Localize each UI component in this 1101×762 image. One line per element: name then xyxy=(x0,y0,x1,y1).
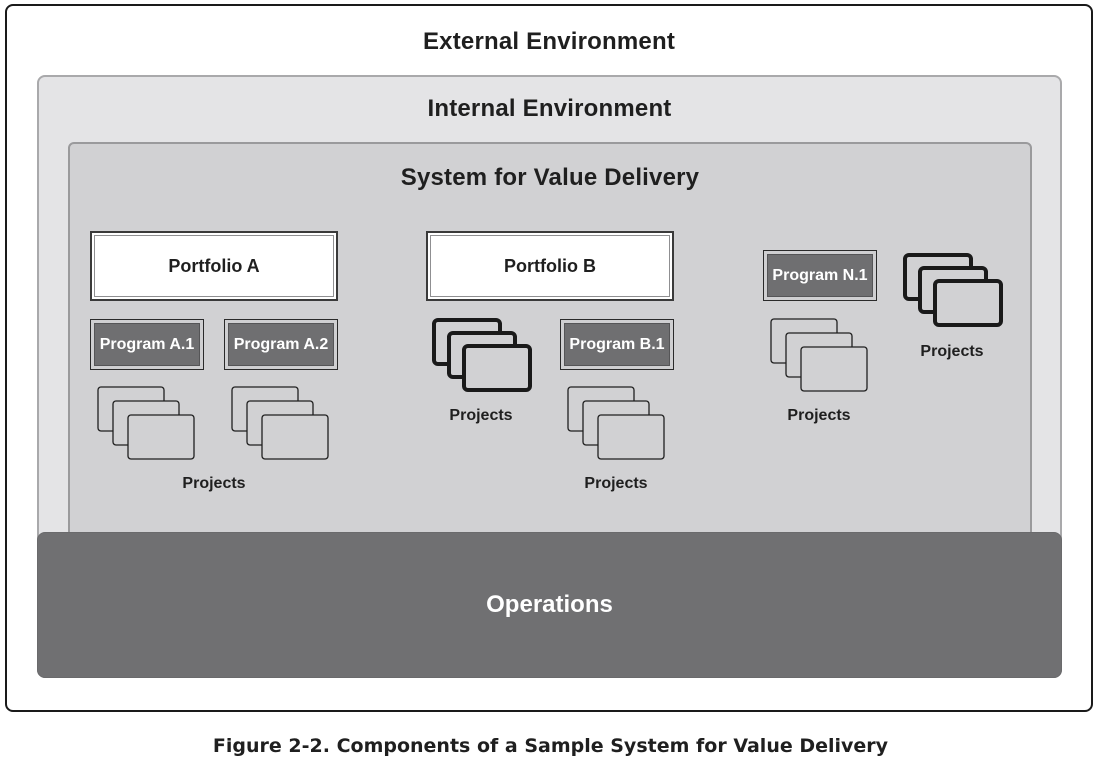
program-n1: Program N.1 xyxy=(763,250,877,301)
projects-stack-icon xyxy=(231,386,329,460)
projects-stack-icon xyxy=(567,386,665,460)
system-title: System for Value Delivery xyxy=(400,164,700,191)
projects-stack-icon xyxy=(97,386,195,460)
projects-stack-bold-icon xyxy=(432,318,532,392)
figure-caption: Figure 2-2. Components of a Sample Syste… xyxy=(212,735,889,757)
operations-band: Operations xyxy=(37,532,1062,678)
operations-label: Operations xyxy=(486,591,613,618)
program-a2: Program A.2 xyxy=(224,319,338,370)
projects-label: Projects xyxy=(182,475,246,492)
external-environment-title: External Environment xyxy=(422,28,676,55)
projects-label: Projects xyxy=(584,475,648,492)
projects-label: Projects xyxy=(920,343,984,360)
projects-label: Projects xyxy=(449,407,513,424)
program-a1: Program A.1 xyxy=(90,319,204,370)
projects-label: Projects xyxy=(787,407,851,424)
program-b1: Program B.1 xyxy=(560,319,674,370)
projects-stack-bold-icon xyxy=(903,253,1003,327)
internal-environment-title: Internal Environment xyxy=(427,95,672,122)
portfolio-b: Portfolio B xyxy=(426,231,674,301)
projects-stack-icon xyxy=(770,318,868,392)
portfolio-a: Portfolio A xyxy=(90,231,338,301)
